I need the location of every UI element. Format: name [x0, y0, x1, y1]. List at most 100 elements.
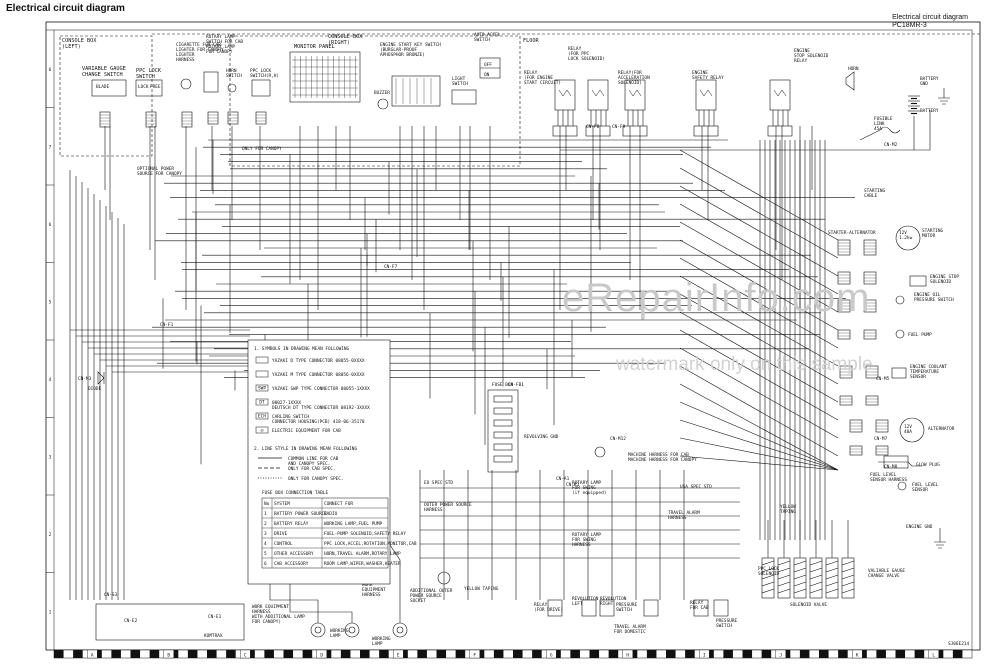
fuse-table-cell: ROOM LAMP,WIPER,WASHER,HEATER	[324, 561, 401, 567]
connector-tag-cn-f9: CN-F9	[612, 124, 626, 130]
legend-title-symbols: 1. SYMBOLS IN DRAWING MEAN FOLLOWING	[254, 346, 350, 352]
connector-tag-cn-f7: CN-F7	[384, 264, 398, 270]
engine-connector-mate-0	[863, 239, 877, 256]
fuse-table-header: No	[264, 501, 270, 507]
fuse-table-cell: HORN,TRAVEL ALARM,ROTARY LAMP	[324, 551, 401, 557]
monitor-panel-label: MONITOR PANEL	[294, 44, 335, 50]
engine-connector-5	[839, 395, 853, 406]
connector-tag-cn-m3: CN-M3	[78, 376, 92, 382]
connector-horn-sw	[227, 111, 239, 125]
fuse-table-cell: FUEL-PUMP SOLENOID,SAFETY RELAY	[324, 531, 406, 537]
relay-engine-start	[552, 79, 578, 137]
row-number: 7	[49, 144, 52, 150]
travel-alarm-domestic	[643, 599, 659, 617]
engine-connector-mate-6	[875, 419, 889, 433]
wire	[679, 347, 839, 439]
engine-connector-mate-1	[863, 271, 877, 285]
legend-symbol	[255, 398, 269, 406]
fuse-table-title: FUSE BOX CONNECTION TABLE	[262, 490, 328, 496]
connector-tag-cn-f8: CN-F8	[586, 124, 600, 130]
wire	[679, 275, 839, 367]
revolution-right	[599, 599, 615, 617]
wire	[679, 329, 839, 421]
light-switch	[451, 89, 477, 105]
off-label: OFF	[484, 62, 492, 68]
horn-label: HORN	[848, 66, 859, 72]
eu-spec-label: EU SPEC STD	[424, 480, 453, 486]
engine-connector-mate-7	[875, 445, 889, 456]
legend-line-text: ONLY FOR CANOPY SPEC.	[288, 476, 344, 482]
wire	[679, 383, 839, 471]
row-number: 3	[49, 454, 52, 460]
monitor-panel	[289, 51, 361, 103]
row-number: 5	[49, 299, 52, 305]
solenoid-valve-label: SOLENOID VALVE	[790, 602, 827, 608]
legend-item-text: YAZAKI D TYPE CONNECTOR 08055-0XXXX	[272, 358, 365, 364]
wire	[679, 311, 839, 403]
fuse-table-cell: BATTERY POWER SOURCE	[274, 511, 327, 517]
fuse-table-cell: 3	[264, 531, 267, 537]
fuse-table-cell: 2	[264, 521, 267, 527]
page-title: Electrical circuit diagram	[6, 3, 125, 14]
buzzer	[377, 98, 389, 110]
labels: CONSOLE BOX(LEFT)CONSOLE BOX(RIGHT)FLOOR…	[62, 32, 970, 647]
solenoid-valve-coil	[841, 557, 855, 599]
connector-tag-cn-fb1: CN-FB1	[508, 382, 524, 388]
legend-symbol	[255, 356, 269, 364]
wire	[679, 221, 839, 313]
wire	[679, 293, 839, 385]
column-letter: H	[626, 653, 629, 659]
fuse-box	[487, 389, 519, 473]
console-right-label: CONSOLE BOX(RIGHT)	[328, 34, 363, 46]
fuse-table-cell: OTHER ACCESSORY	[274, 551, 314, 557]
fuel-pump	[895, 329, 905, 339]
fuse-table-cell: WORKING LAMP,FUEL PUMP	[324, 521, 383, 527]
row-number: 6	[49, 67, 52, 73]
revolving-gnd-label: REVOLVING GND	[524, 434, 559, 440]
relay-acceleration	[622, 79, 648, 137]
connector-rotary-sw	[207, 111, 219, 125]
column-letter: K	[856, 653, 859, 659]
row-number: 4	[49, 377, 52, 383]
connector-ppc-lock-right	[255, 111, 267, 125]
engine-gnd-label: ENGINE GND	[906, 524, 933, 530]
engine-connector-mate-2	[863, 299, 877, 313]
solenoid-valve-coil	[761, 557, 775, 599]
wire	[679, 149, 839, 241]
relay-drive	[547, 599, 563, 617]
legend-symbol-code: DT	[259, 400, 265, 406]
fuse-table-cell: 1	[264, 511, 267, 517]
horn	[845, 71, 855, 91]
legend-box: 1. SYMBOLS IN DRAWING MEAN FOLLOWING YAZA…	[247, 339, 417, 585]
free-label: FREE	[150, 84, 161, 90]
komtrax-label: KOMTRAX	[204, 633, 223, 639]
wire	[679, 185, 839, 277]
buzzer-label: BUZZER	[374, 90, 390, 96]
fuse-table-header: CONNECT FOR	[324, 501, 353, 507]
battery	[908, 95, 920, 115]
komtrax-module	[95, 603, 245, 641]
outer-power-socket	[437, 571, 451, 585]
connector-var-gauge	[99, 111, 111, 128]
header-right: Electrical circuit diagram PC18MR-3	[892, 14, 968, 30]
engine-stop-solenoid	[909, 275, 927, 287]
legend-symbol-code: ECH	[258, 414, 266, 420]
wire	[679, 419, 839, 471]
